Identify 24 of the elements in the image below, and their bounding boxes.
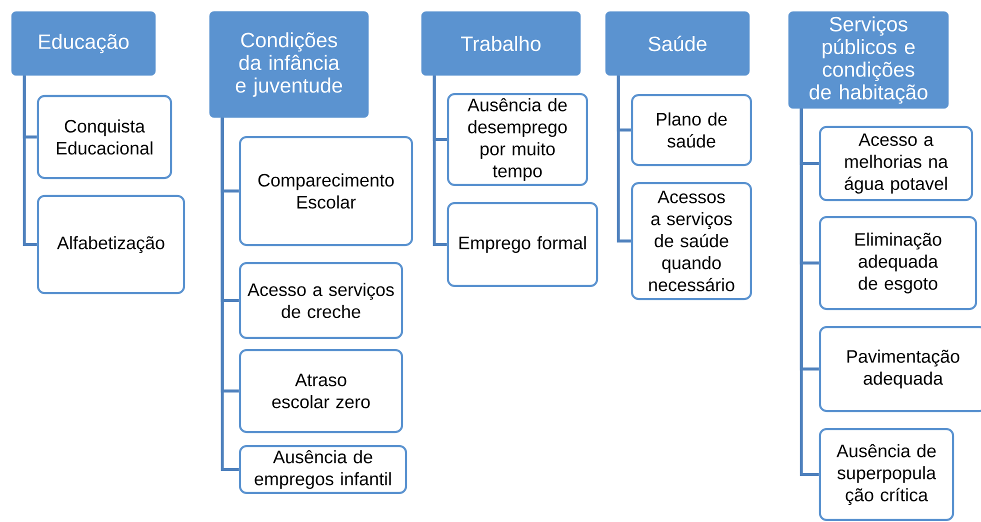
category-box: Trabalho xyxy=(421,11,581,76)
indicator-box: Plano de saúde xyxy=(630,94,752,166)
connector-line xyxy=(22,76,37,246)
category-box: Educação xyxy=(11,11,156,76)
indicator-box: Emprego formal xyxy=(446,202,598,288)
indicator-box: Alfabetização xyxy=(36,194,186,294)
indicator-box: Acesso a serviços de creche xyxy=(238,262,404,340)
indicator-box: Acessos a serviços de saúde quando necessário xyxy=(630,182,752,300)
connector-line xyxy=(800,108,819,476)
category-box: Condições da infância e juventude xyxy=(209,11,369,118)
indicator-box: Atraso escolar zero xyxy=(238,348,404,434)
indicator-box: Pavimentação adequada xyxy=(818,326,981,412)
indicator-box: Eliminação adequada de esgoto xyxy=(818,216,978,310)
category-box: Saúde xyxy=(605,11,750,76)
indicator-box: Conquista Educacional xyxy=(36,94,172,180)
connector-line xyxy=(616,76,631,242)
indicator-box: Ausência de desemprego por muito tempo xyxy=(446,92,588,186)
indicator-box: Comparecimento Escolar xyxy=(238,136,414,246)
category-box: Serviços públicos e condições de habitação xyxy=(788,11,949,109)
indicator-box: Ausência de empregos infantil xyxy=(238,445,408,494)
connector-line xyxy=(220,118,239,471)
connector-line xyxy=(432,76,447,246)
indicator-box: Acesso a melhorias na água potavel xyxy=(818,126,974,202)
indicator-box: Ausência de superpopula ção crítica xyxy=(818,428,954,522)
